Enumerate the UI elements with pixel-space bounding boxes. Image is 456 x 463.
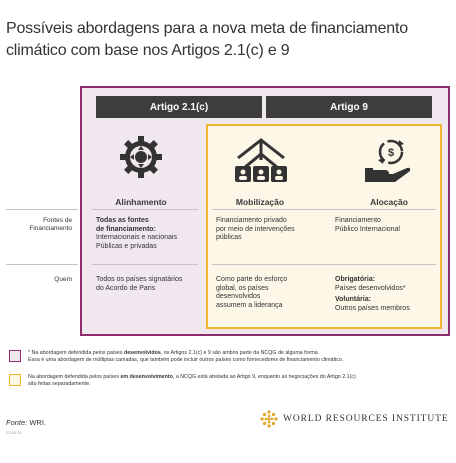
mobilization-who-3: desenvolvidos bbox=[216, 293, 261, 301]
mobilization-sources-3: públicas bbox=[216, 234, 242, 242]
alignment-sources-cell: Todas as fontes de financiamento: Intern… bbox=[96, 217, 204, 251]
legend-yellow-line-2: são feitas separadamente. bbox=[28, 381, 91, 387]
allocation-who-bold-1: Obrigatória: bbox=[335, 276, 376, 283]
source-label: Fonte: bbox=[6, 418, 28, 427]
allocation-hand-coin-icon: $ bbox=[365, 139, 411, 182]
legend-yellow-swatch bbox=[9, 374, 21, 386]
divider-pink-mid bbox=[92, 264, 198, 265]
alignment-sources-bold-1: Todas as fontes bbox=[96, 217, 149, 224]
source-note: Fonte: WRI. bbox=[6, 418, 46, 427]
legend-pink-line-2: Essa é uma abordagem de múltiplas camada… bbox=[28, 357, 344, 363]
mobilization-sources-1: Financiamento privado bbox=[216, 217, 287, 224]
legend-pink-bold: desenvolvidos bbox=[124, 350, 161, 356]
mobilization-who-1: Como parte do esforço bbox=[216, 276, 288, 283]
mobilization-sources-2: por meio de intervenções bbox=[216, 225, 295, 233]
allocation-title: Alocação bbox=[370, 197, 408, 207]
page-title: Possíveis abordagens para a nova meta de… bbox=[6, 20, 408, 59]
legend-yellow-post: , a NCQG está atrelada ao Artigo 9, enqu… bbox=[172, 374, 356, 380]
legend-pink-swatch bbox=[9, 350, 21, 362]
divider-yellow-mid bbox=[212, 264, 436, 265]
source-value: WRI. bbox=[27, 418, 47, 427]
alignment-who-2: do Acordo de Paris bbox=[96, 284, 156, 292]
alignment-sources-text-2: Públicas e privadas bbox=[96, 242, 157, 250]
legend-pink-text: * Na abordagem defendida pelos países de… bbox=[28, 350, 448, 364]
divider-yellow-top bbox=[212, 209, 436, 210]
sources-label-line-2: Financiamento bbox=[29, 225, 72, 232]
sources-label-line-1: Fontes de bbox=[43, 217, 72, 224]
mobilization-who-4: assumem a liderança bbox=[216, 301, 283, 309]
mobilization-people-icon bbox=[235, 138, 287, 182]
alignment-title: Alinhamento bbox=[115, 197, 167, 207]
svg-text:$: $ bbox=[388, 147, 394, 159]
divider-left-mid bbox=[6, 264, 78, 265]
legend-pink-pre: * Na abordagem defendida pelos países bbox=[28, 350, 124, 356]
wri-logo: WORLD RESOURCES INSTITUTE bbox=[260, 410, 449, 428]
alignment-who-1: Todos os países signatários bbox=[96, 276, 183, 283]
allocation-who-text-2: Outros países membros bbox=[335, 304, 410, 312]
divider-left-top bbox=[6, 209, 78, 210]
allocation-who-bold-2: Voluntária: bbox=[335, 296, 372, 304]
who-row-label: Quem bbox=[54, 276, 72, 283]
legend-pink-post: , os Artigos 2.1(c) e 9 são ambos parte … bbox=[160, 350, 320, 356]
alignment-who-cell: Todos os países signatários do Acordo de… bbox=[96, 276, 204, 293]
legend-yellow-bold: em desenvolvimento bbox=[120, 374, 173, 380]
divider-pink-top bbox=[92, 209, 198, 210]
article-9-header: Artigo 9 bbox=[266, 96, 432, 118]
allocation-who-text-1: Países desenvolvidos* bbox=[335, 284, 406, 292]
wri-wordmark: WORLD RESOURCES INSTITUTE bbox=[283, 414, 449, 424]
legend-yellow-text: Na abordagem defendida pelos países em d… bbox=[28, 374, 448, 388]
legend-yellow-pre: Na abordagem defendida pelos países bbox=[28, 374, 121, 380]
mobilization-sources-cell: Financiamento privado por meio de interv… bbox=[216, 217, 326, 243]
sources-row-label: Fontes de Financiamento bbox=[0, 217, 72, 233]
mobilization-title: Mobilização bbox=[235, 197, 285, 207]
allocation-who-cell: Obrigatória: Países desenvolvidos* Volun… bbox=[335, 276, 435, 313]
allocation-sources-2: Público Internacional bbox=[335, 225, 400, 233]
alignment-sources-bold-2: de financiamento: bbox=[96, 225, 156, 233]
allocation-sources-1: Financiamento bbox=[335, 217, 381, 224]
alignment-gear-icon bbox=[120, 136, 162, 178]
allocation-sources-cell: Financiamento Público Internacional bbox=[335, 217, 435, 234]
mobilization-who-cell: Como parte do esforço global, os países … bbox=[216, 276, 326, 310]
wri-emblem-icon bbox=[260, 410, 278, 428]
article-2-1c-header: Artigo 2.1(c) bbox=[96, 96, 262, 118]
article-9-panel bbox=[206, 124, 442, 329]
date-stamp: 23.05.24 bbox=[6, 430, 22, 435]
alignment-sources-text-1: Internacionais e nacionais bbox=[96, 234, 177, 242]
mobilization-who-2: global, os países bbox=[216, 284, 269, 292]
